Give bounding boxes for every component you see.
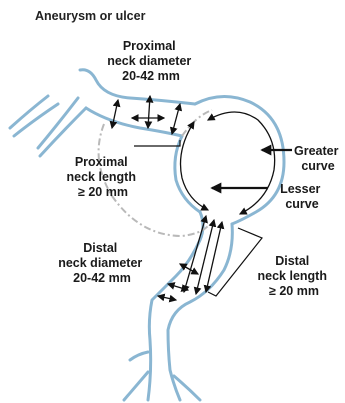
label-distal-neck-length: Distal neck length ≥ 20 mm	[258, 254, 331, 298]
label-proximal-neck-length: Proximal neck length ≥ 20 mm	[67, 155, 140, 199]
lesser-curve-indicator	[181, 122, 269, 210]
label-lesser-curve: Lesser curve	[280, 182, 324, 211]
distal-neck-length-bracket	[208, 228, 262, 296]
greater-curve-indicator	[208, 112, 292, 214]
label-distal-neck-diameter: Distal neck diameter 20-42 mm	[58, 241, 146, 285]
distal-neck-diameter-arrows	[158, 264, 198, 300]
proximal-neck-length-bracket	[134, 140, 180, 146]
vessel-outline	[10, 70, 284, 400]
label-proximal-neck-diameter: Proximal neck diameter 20-42 mm	[107, 39, 195, 83]
virtual-lumen-dashed-upper	[182, 110, 212, 136]
figure-title: Aneurysm or ulcer	[35, 9, 146, 23]
label-greater-curve: Greater curve	[294, 144, 342, 173]
